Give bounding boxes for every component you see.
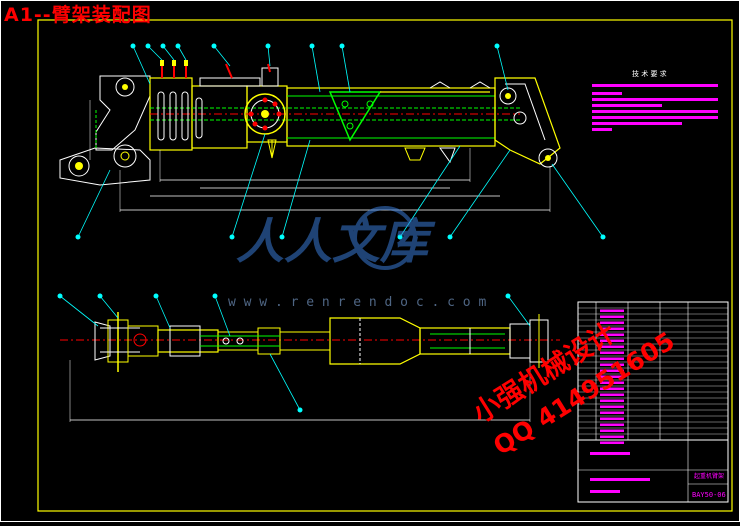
parts-list-entry bbox=[600, 363, 624, 366]
parts-list-entry bbox=[600, 321, 624, 324]
watermark-url: w w w . r e n r e n d o c . c o m bbox=[228, 295, 486, 310]
parts-list-entry bbox=[600, 351, 624, 354]
watermark-brand: 人人文库 bbox=[236, 214, 436, 270]
parts-list-entry bbox=[600, 375, 624, 378]
parts-list-entry bbox=[600, 387, 624, 390]
title-block-name: 起重机臂架 bbox=[694, 472, 724, 480]
parts-list-entry bbox=[600, 405, 624, 408]
parts-list-entry bbox=[600, 339, 624, 342]
parts-list-entry bbox=[600, 381, 624, 384]
parts-list-entry bbox=[600, 429, 624, 432]
parts-list-entry bbox=[600, 423, 624, 426]
parts-list-entry bbox=[600, 411, 624, 414]
renrendoc-watermark: 人人文库 w w w . r e n r e n d o c . c o m bbox=[228, 206, 486, 310]
drawing-frame bbox=[37, 19, 733, 512]
parts-list-entry bbox=[600, 393, 624, 396]
parts-list-entry bbox=[600, 315, 624, 318]
parts-list-entry bbox=[600, 369, 624, 372]
parts-list-entry bbox=[600, 417, 624, 420]
drawing-title: A1--臂架装配图 bbox=[4, 4, 152, 26]
parts-list-entry bbox=[600, 357, 624, 360]
tech-heading: 技 术 要 求 bbox=[632, 69, 667, 78]
seller-stamp: 小强机械设计 QQ 414951605 bbox=[467, 317, 679, 461]
parts-list-entry bbox=[600, 327, 624, 330]
parts-list: 起重机臂架 BAY50-06 bbox=[577, 301, 729, 503]
parts-list-entry bbox=[600, 441, 624, 444]
technical-requirements: 技 术 要 求 bbox=[592, 69, 718, 131]
parts-list-entry bbox=[600, 435, 624, 438]
parts-list-entry bbox=[600, 399, 624, 402]
parts-list-entry bbox=[600, 345, 624, 348]
plan-view bbox=[57, 293, 560, 422]
parts-list-entry bbox=[600, 333, 624, 336]
elevation-view bbox=[59, 43, 606, 240]
title-block-code: BAY50-06 bbox=[692, 491, 726, 499]
parts-list-entry bbox=[600, 309, 624, 312]
